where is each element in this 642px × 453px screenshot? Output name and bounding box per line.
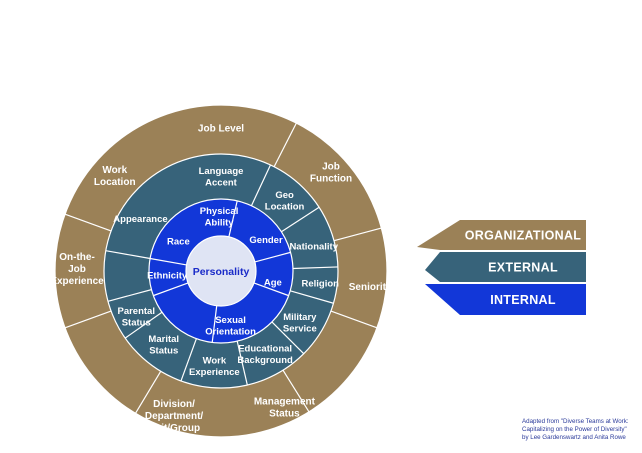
external-ring-divider (105, 250, 151, 260)
legend-internal-label: INTERNAL (490, 293, 556, 307)
legend-organizational-label: ORGANIZATIONAL (465, 229, 582, 243)
legend-external-label: EXTERNAL (488, 261, 558, 275)
internal-ring-divider (211, 305, 218, 343)
external-ring-divider (271, 321, 305, 355)
core-circle (185, 235, 257, 307)
internal-item-label: Gender (249, 235, 283, 246)
internal-ring-divider (253, 282, 289, 297)
legend-internal-box (460, 284, 586, 315)
organizational-ring-divider (134, 370, 162, 414)
organizational-ring-divider (330, 310, 378, 329)
legend-organizational-connector (417, 220, 460, 250)
legend-external-connector (425, 252, 460, 282)
legend-internal-connector (425, 284, 460, 315)
organizational-ring-divider (64, 310, 112, 329)
source-credit: Adapted from "Diverse Teams at Work: Cap… (522, 418, 642, 442)
internal-item-label: Ethnicity (147, 270, 188, 281)
legend-external-box (460, 252, 586, 282)
credit-line-3: by Lee Gardenswartz and Anita Rowe (522, 434, 626, 441)
external-ring-divider (292, 266, 338, 270)
organizational-item-label: Job Level (198, 124, 244, 135)
external-ring-divider (107, 289, 152, 302)
external-ring-divider (250, 164, 271, 206)
legend: ORGANIZATIONAL EXTERNAL INTERNAL (417, 220, 586, 315)
internal-ring-divider (153, 282, 189, 297)
external-item-label: Nationality (289, 242, 338, 253)
core-label: Personality (193, 266, 250, 278)
organizational-item-label: Division/Department/Unit/Group (145, 399, 204, 434)
internal-ring-divider (149, 257, 187, 266)
internal-item-label: Age (264, 278, 282, 289)
internal-ring-divider (228, 200, 238, 238)
organizational-ring-divider (333, 227, 382, 242)
organizational-ring-divider (282, 369, 310, 413)
external-item-label: Religion (302, 279, 340, 290)
organizational-ring-divider (64, 213, 112, 232)
internal-item-label: Race (167, 237, 190, 248)
external-ring-divider (290, 290, 334, 304)
external-item-label: Appearance (113, 214, 167, 225)
external-ring-divider (236, 341, 248, 386)
internal-ring-divider (254, 251, 291, 263)
organizational-ring-divider (273, 122, 297, 168)
credit-line-2: Capitalizing on the Power of Diversity" (522, 426, 627, 433)
organizational-item-label: Seniority (349, 282, 392, 293)
credit-line-1: Adapted from "Diverse Teams at Work: (522, 418, 629, 425)
external-ring-divider (281, 206, 320, 233)
external-ring-divider (180, 338, 197, 382)
external-ring-divider (124, 311, 163, 339)
legend-organizational-box (460, 220, 586, 250)
